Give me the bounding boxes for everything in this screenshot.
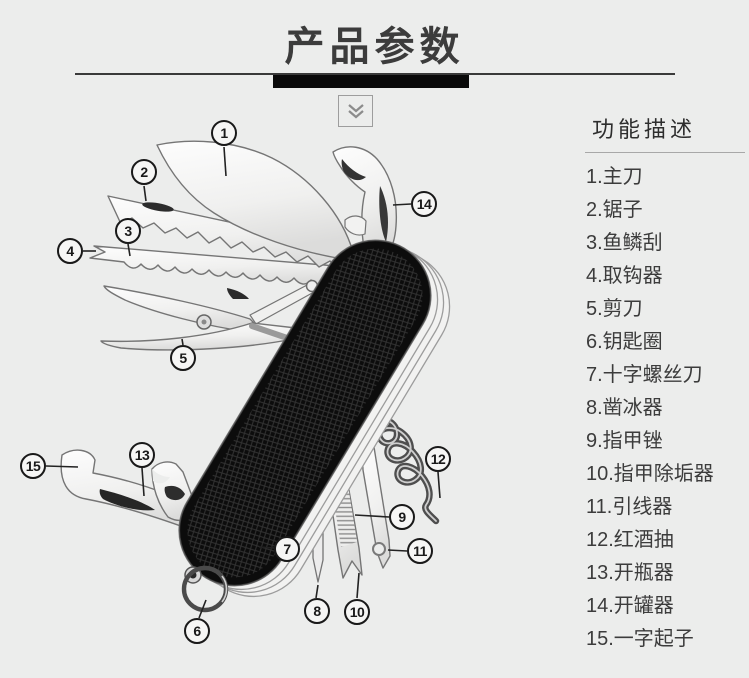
can-opener-slot <box>379 186 388 242</box>
knife-handle <box>178 239 432 587</box>
corkscrew-tool <box>356 415 440 525</box>
key-ring-glint <box>221 575 228 603</box>
wire-guide-hole <box>372 542 386 556</box>
feature-list-item: 3.鱼鳞刮 <box>586 232 663 254</box>
scroll-down-indicator[interactable] <box>338 95 373 127</box>
feature-list-item: 9.指甲锉 <box>586 430 663 452</box>
flathead-slot <box>99 489 155 511</box>
feature-list-item: 13.开瓶器 <box>586 562 674 584</box>
feature-list-item: 11.引线器 <box>586 496 673 518</box>
wire-guide-tool <box>361 446 391 569</box>
feature-heading: 功能描述 <box>592 117 697 142</box>
can-opener-beak-slot <box>341 159 366 181</box>
callout-leader-lines <box>45 146 441 619</box>
bottle-opener-slot <box>164 485 185 501</box>
feature-list-item: 4.取钩器 <box>586 265 663 287</box>
page-title: 产品参数 <box>284 25 465 69</box>
divider-accent-bar <box>273 75 469 88</box>
feature-list-item: 8.凿冰器 <box>586 397 663 419</box>
feature-list-item: 2.锯子 <box>586 199 643 221</box>
feature-list-item: 5.剪刀 <box>586 298 643 320</box>
double-chevron-down-icon <box>347 103 364 118</box>
can-opener-tool <box>332 146 398 261</box>
divider-line <box>75 73 675 75</box>
feature-list-item: 10.指甲除垢器 <box>586 463 714 485</box>
bottle-opener-lip-notch <box>152 469 170 484</box>
feature-list-item: 12.红酒抽 <box>586 529 674 551</box>
saw-nail-nick <box>142 202 174 212</box>
feature-list-item: 15.一字起子 <box>586 628 694 650</box>
feature-list-item: 1.主刀 <box>586 166 643 188</box>
feature-list-item: 7.十字螺丝刀 <box>586 364 703 386</box>
scissors-notch <box>227 288 249 299</box>
feature-list-item: 6.钥匙圈 <box>586 331 663 353</box>
scissors-pivot-center <box>201 319 207 325</box>
can-opener-claw <box>344 215 367 236</box>
feature-heading-underline <box>585 152 745 153</box>
feature-list: 1.主刀 2.锯子 3.鱼鳞刮 4.取钩器 5.剪刀 6.钥匙圈 7.十字螺丝刀 8.凿冰器 9… <box>586 161 714 656</box>
feature-list-item: 14.开罐器 <box>586 595 674 617</box>
key-ring-tool <box>181 565 229 613</box>
saw-tool <box>107 195 353 273</box>
